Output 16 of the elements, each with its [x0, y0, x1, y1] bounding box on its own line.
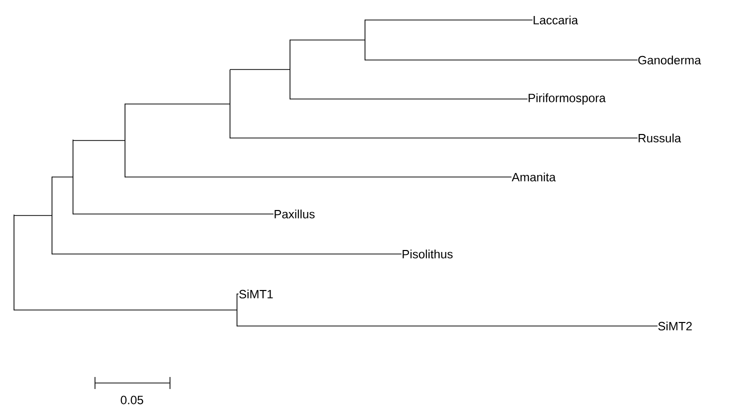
taxon-label: Piriformospora — [528, 93, 606, 105]
taxon-label: SiMT1 — [239, 290, 273, 298]
taxon-label: Laccaria — [534, 16, 578, 24]
tree-branch — [290, 98, 528, 100]
taxon-label: Ganoderma — [638, 56, 702, 64]
taxon-label: Pisolithus — [402, 250, 453, 258]
taxon-label: Paxillus — [274, 210, 315, 218]
taxon-label: Russula — [638, 134, 682, 142]
tree-branch — [72, 140, 126, 141]
taxon-label: Amanita — [512, 172, 556, 182]
scale-label: 0.05 — [120, 396, 144, 404]
tree-branch — [14, 215, 52, 216]
tree-branch — [52, 176, 74, 178]
tree-branch — [230, 69, 290, 70]
tree-branch — [124, 176, 512, 178]
taxon-label: SiMT2 — [658, 322, 692, 330]
